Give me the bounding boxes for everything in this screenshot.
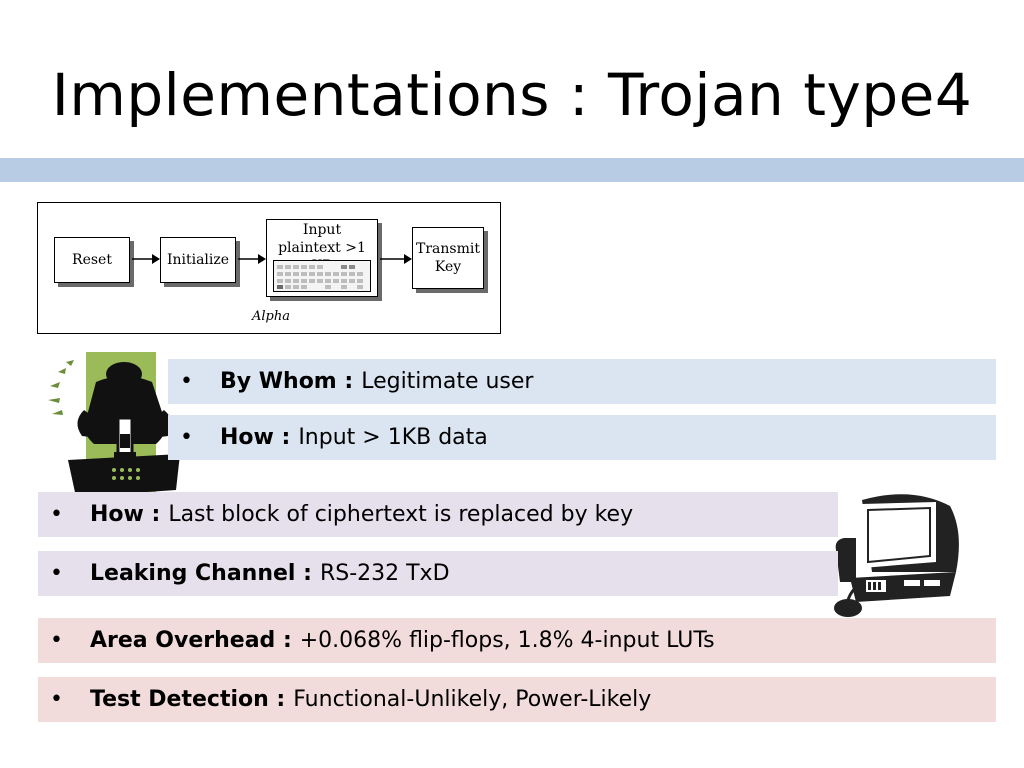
bullet-leaking-channel: • Leaking Channel : RS-232 TxD bbox=[38, 551, 838, 596]
computer-icon bbox=[832, 492, 962, 620]
flow-arrow bbox=[132, 254, 160, 264]
flow-step-initialize: Initialize bbox=[160, 237, 236, 283]
slide-title: Implementations : Trojan type4 bbox=[51, 61, 973, 129]
flow-arrow bbox=[238, 254, 266, 264]
diagram-caption: Alpha bbox=[252, 309, 290, 324]
title-divider-bar bbox=[0, 158, 1024, 182]
saboteur-icon bbox=[44, 352, 184, 497]
bullet-how-payload: • How : Last block of ciphertext is repl… bbox=[38, 492, 838, 537]
flow-step-reset: Reset bbox=[54, 237, 130, 283]
flow-arrow bbox=[380, 254, 412, 264]
plaintext-block-grid bbox=[273, 260, 371, 292]
flow-diagram: Reset Initialize Input plaintext >1 KB T… bbox=[37, 202, 501, 334]
flow-step-transmit-key: Transmit Key bbox=[412, 227, 484, 289]
bullet-how-trigger: • How : Input > 1KB data bbox=[168, 415, 996, 460]
flow-step-input: Input plaintext >1 KB bbox=[266, 219, 378, 297]
bullet-area-overhead: • Area Overhead : +0.068% flip-flops, 1.… bbox=[38, 618, 996, 663]
bullet-by-whom: • By Whom : Legitimate user bbox=[168, 359, 996, 404]
bullet-test-detection: • Test Detection : Functional-Unlikely, … bbox=[38, 677, 996, 722]
